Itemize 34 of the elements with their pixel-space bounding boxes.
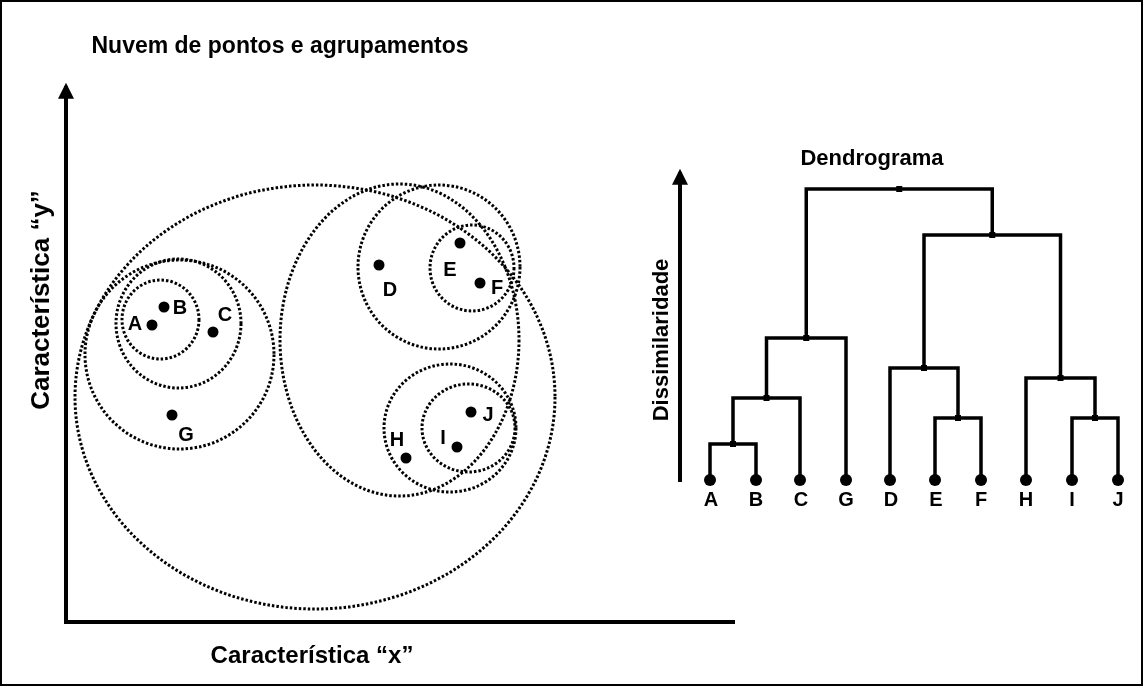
cluster-circle [83, 258, 276, 451]
heading: Característica “x” [210, 643, 414, 667]
cluster-circle [420, 382, 517, 474]
point-label: C [217, 304, 233, 324]
axis-title: Característica “y” [27, 190, 53, 410]
cluster-circle [114, 257, 243, 390]
heading: Dendrograma [800, 147, 944, 169]
point-label: D [382, 279, 398, 299]
point-label: G [178, 424, 194, 444]
point-label: F [490, 277, 504, 297]
point-label: I [440, 427, 446, 447]
point-label: B [172, 297, 188, 317]
point-label: H [1018, 489, 1034, 509]
point-label: I [1069, 489, 1075, 509]
point-label: C [793, 489, 809, 509]
cluster-circle [73, 183, 557, 611]
point-label: E [929, 489, 943, 509]
point-label: D [883, 489, 899, 509]
point-label: H [389, 429, 405, 449]
cluster-circle [428, 223, 516, 313]
cluster-circle [278, 182, 521, 498]
point-label: F [974, 489, 988, 509]
heading: Nuvem de pontos e agrupamentos [91, 33, 469, 57]
point-label: J [1112, 489, 1124, 509]
point-label: A [127, 313, 143, 333]
point-label: B [748, 489, 764, 509]
point-label: G [838, 489, 854, 509]
point-label: J [482, 404, 494, 424]
cluster-circle [356, 183, 522, 351]
cluster-circle [120, 278, 201, 361]
point-label: E [443, 259, 457, 279]
axis-title: Dissimilaridade [650, 258, 672, 422]
cluster-circle [382, 362, 518, 494]
point-label: A [703, 489, 719, 509]
